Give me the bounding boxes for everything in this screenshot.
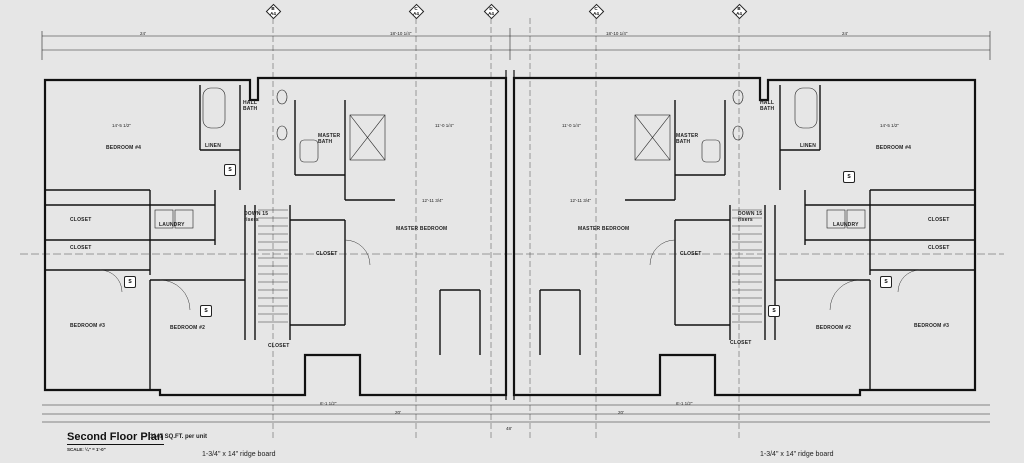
room-label-linen-left: LINEN [205,143,221,149]
drawing-title: Second Floor Plan [67,431,164,445]
room-label-closet: CLOSET [730,340,752,346]
smoke-detector-icon: S [843,171,855,183]
room-label-closet: CLOSET [316,251,338,257]
room-label-master-bedroom-left: MASTER BEDROOM [396,226,448,232]
room-label-bedroom-4-left: BEDROOM #4 [106,145,142,151]
drawing-scale: SCALE: ¼" = 1'-0" [67,447,106,452]
room-label-linen-right: LINEN [800,143,816,149]
room-label-bedroom-2-right: BEDROOM #2 [816,325,852,331]
dimension-label: 18'-10 1/4" [606,31,628,36]
dimension-label: 14'-5 1/2" [880,123,899,128]
ridge-board-note-left: 1-3/4" x 14" ridge board [202,451,276,458]
smoke-detector-icon: S [768,305,780,317]
dimension-label: 6'-1 1/2" [320,401,337,406]
dimension-label: 20' [618,410,624,415]
drawing-sqft: 1147 SQ.FT. per unit [150,434,208,440]
dimension-label: 24' [140,31,146,36]
smoke-detector-icon: S [224,164,236,176]
room-label-closet: CLOSET [70,217,92,223]
dimension-label: 24' [842,31,848,36]
room-label-hall-bath-left: HALL BATH [243,100,258,112]
smoke-detector-icon: S [880,276,892,288]
dimension-label: 48' [506,426,512,431]
room-label-laundry-right: LAUNDRY [833,222,859,228]
room-label-bedroom-3-right: BEDROOM #3 [914,323,950,329]
ridge-board-note-right: 1-3/4" x 14" ridge board [760,451,834,458]
dimension-label: 6'-1 1/2" [676,401,693,406]
room-label-closet: CLOSET [70,245,92,251]
room-label-bedroom-4-right: BEDROOM #4 [876,145,912,151]
room-label-closet: CLOSET [928,217,950,223]
stair-label-down-right: DOWN 15 risers [738,211,763,223]
dimension-label: 11'-0 1/4" [435,123,454,128]
smoke-detector-icon: S [200,305,212,317]
smoke-detector-icon: S [124,276,136,288]
room-label-laundry-left: LAUNDRY [159,222,185,228]
dimension-label: 12'-11 3/4" [422,198,444,203]
room-label-closet: CLOSET [268,343,290,349]
room-label-closet: CLOSET [928,245,950,251]
dimension-label: 12'-11 3/4" [570,198,592,203]
dimension-label: 20' [395,410,401,415]
room-label-closet: CLOSET [680,251,702,257]
dimension-label: 11'-0 1/4" [562,123,581,128]
room-label-master-bath-right: MASTER BATH [676,133,699,145]
room-label-master-bedroom-right: MASTER BEDROOM [578,226,630,232]
room-label-master-bath-left: MASTER BATH [318,133,341,145]
room-label-hall-bath-right: HALL BATH [760,100,775,112]
stair-label-down-left: DOWN 15 risers [244,211,269,223]
room-label-bedroom-3-left: BEDROOM #3 [70,323,106,329]
room-label-bedroom-2-left: BEDROOM #2 [170,325,206,331]
dimension-label: 18'-10 1/4" [390,31,412,36]
dimension-label: 14'-5 1/2" [112,123,131,128]
